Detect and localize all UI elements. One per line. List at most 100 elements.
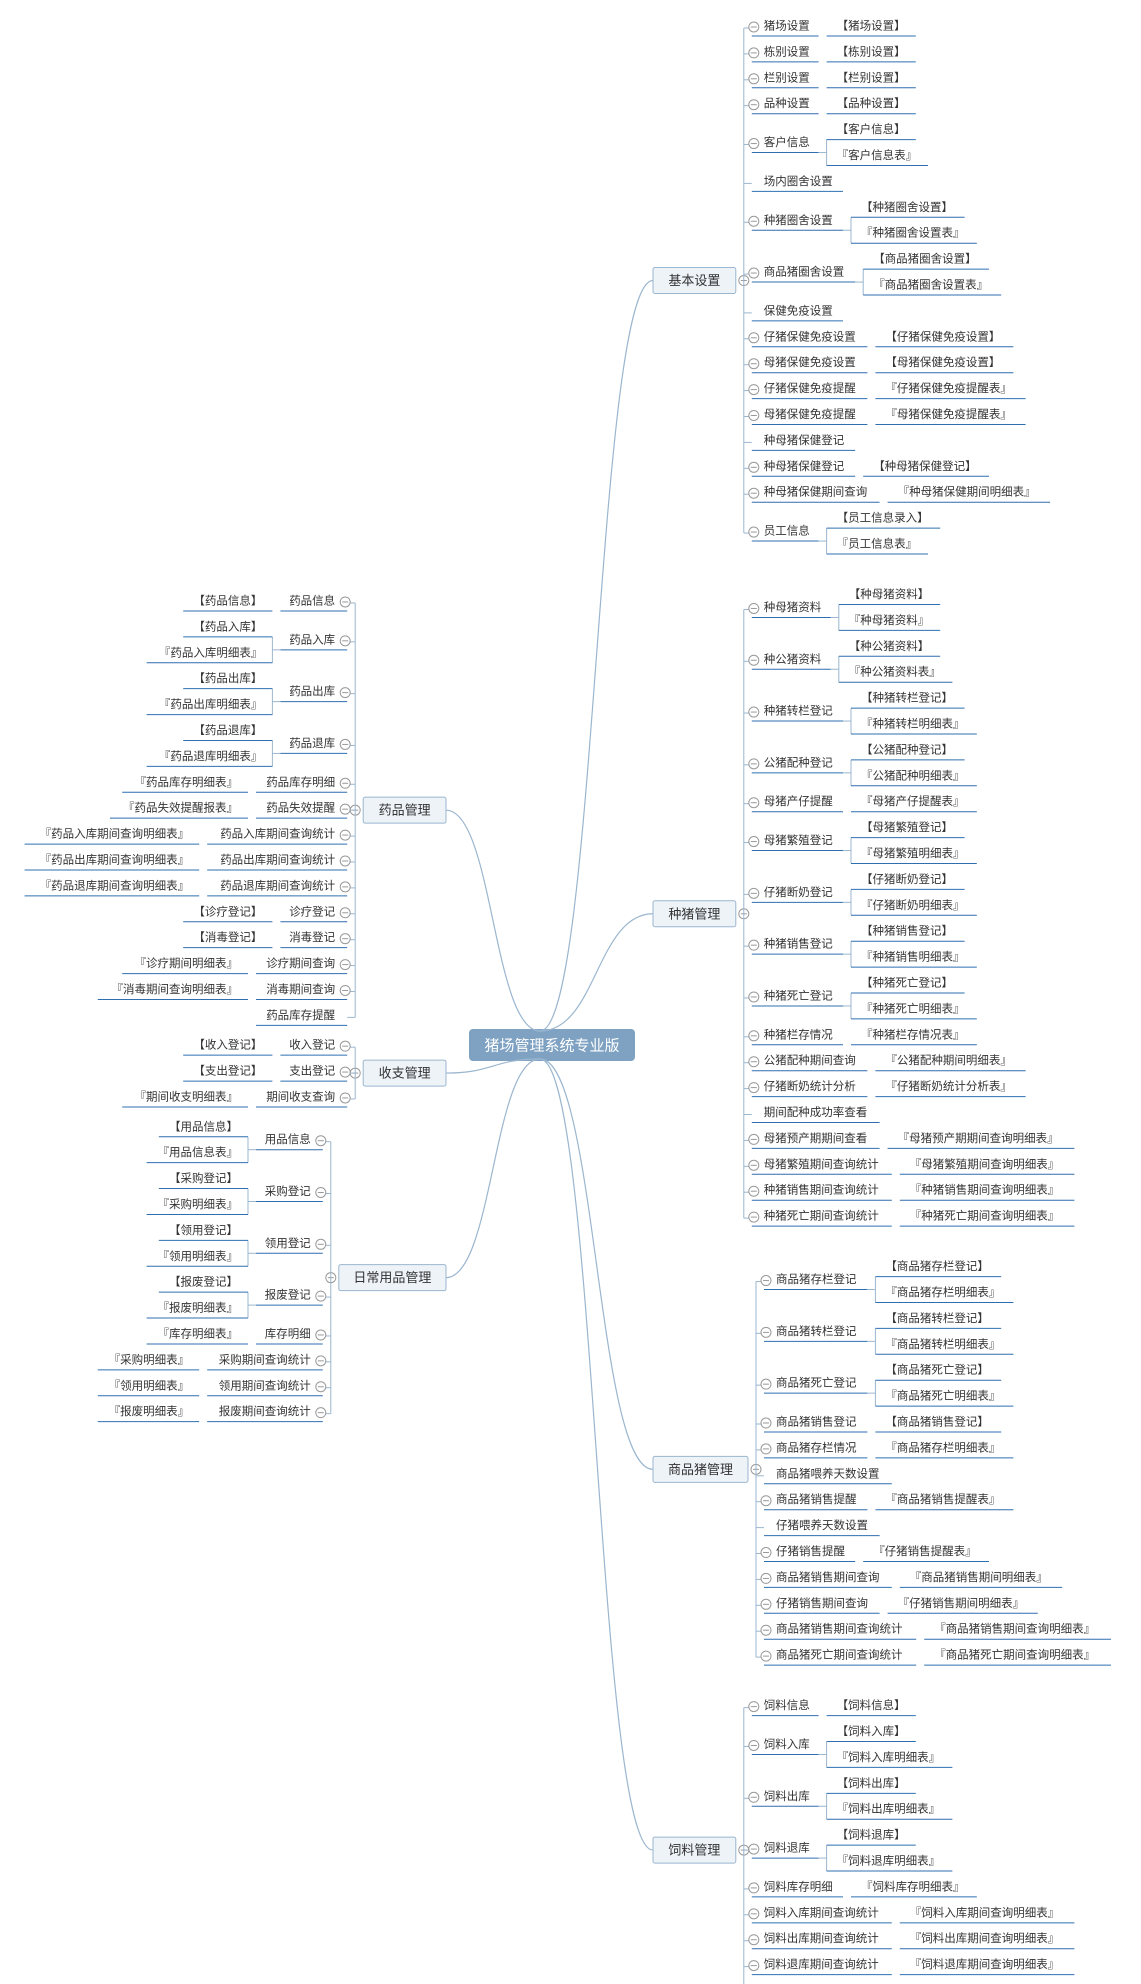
leaf-label[interactable]: 『药品出库期间查询明细表』 [40, 852, 190, 866]
root-node[interactable]: 猪场管理系统专业版 [469, 1029, 635, 1061]
leaf-label[interactable]: 『母猪保健免疫提醒表』 [885, 407, 1012, 421]
leaf-label[interactable]: 【领用登记】 [169, 1223, 238, 1237]
child-node[interactable]: 母猪预产期期间查看 [764, 1131, 868, 1145]
child-node[interactable]: 药品退库 [289, 736, 335, 750]
collapse-icon[interactable] [748, 1701, 760, 1713]
child-node[interactable]: 用品信息 [265, 1132, 311, 1146]
leaf-label[interactable]: 【仔猪保健免疫设置】 [885, 329, 1000, 343]
leaf-label[interactable]: 『母猪繁殖期间查询明细表』 [910, 1157, 1060, 1171]
child-node[interactable]: 种猪转栏登记 [764, 704, 833, 718]
collapse-icon[interactable] [760, 1598, 772, 1610]
child-node[interactable]: 母猪繁殖登记 [764, 833, 833, 847]
leaf-label[interactable]: 『公猪配种明细表』 [861, 768, 965, 782]
leaf-label[interactable]: 『种猪死亡明细表』 [861, 1001, 965, 1015]
collapse-icon[interactable] [748, 887, 760, 899]
child-node[interactable]: 商品猪转栏登记 [776, 1324, 857, 1338]
collapse-icon[interactable] [315, 1355, 327, 1367]
child-node[interactable]: 药品出库期间查询统计 [220, 852, 335, 866]
leaf-label[interactable]: 【品种设置】 [837, 96, 906, 110]
leaf-label[interactable]: 【种猪销售登记】 [861, 924, 953, 938]
collapse-icon[interactable] [315, 1381, 327, 1393]
collapse-icon[interactable] [315, 1238, 327, 1250]
collapse-icon[interactable] [339, 829, 351, 841]
child-node[interactable]: 饲料退库 [764, 1841, 810, 1855]
leaf-label[interactable]: 『商品猪存栏明细表』 [885, 1285, 1000, 1299]
child-node[interactable]: 仔猪喂养天数设置 [776, 1518, 868, 1532]
leaf-label[interactable]: 『商品猪销售提醒表』 [885, 1492, 1000, 1506]
collapse-icon[interactable] [760, 1275, 772, 1287]
leaf-label[interactable]: 『领用明细表』 [158, 1249, 239, 1263]
child-node[interactable]: 栋别设置 [764, 44, 810, 58]
leaf-label[interactable]: 『商品猪销售期间查询明细表』 [934, 1622, 1095, 1636]
leaf-label[interactable]: 【商品猪圈舍设置】 [873, 252, 977, 266]
child-node[interactable]: 商品猪喂养天数设置 [776, 1466, 880, 1480]
child-node[interactable]: 母猪产仔提醒 [764, 794, 833, 808]
leaf-label[interactable]: 『种猪圈舍设置表』 [861, 226, 965, 240]
collapse-icon[interactable] [748, 267, 760, 279]
leaf-label[interactable]: 『期间收支明细表』 [135, 1089, 239, 1103]
collapse-icon[interactable] [748, 358, 760, 370]
child-node[interactable]: 公猪配种登记 [764, 755, 833, 769]
child-node[interactable]: 饲料库存明细 [764, 1879, 833, 1893]
leaf-label[interactable]: 【种母猪资料】 [849, 587, 930, 601]
collapse-icon[interactable] [748, 1882, 760, 1894]
leaf-label[interactable]: 『报废明细表』 [109, 1404, 190, 1418]
collapse-icon[interactable] [339, 1092, 351, 1104]
child-node[interactable]: 客户信息 [764, 135, 810, 149]
child-node[interactable]: 饲料出库 [764, 1789, 810, 1803]
leaf-label[interactable]: 『药品出库明细表』 [159, 697, 263, 711]
collapse-icon[interactable] [748, 991, 760, 1003]
leaf-label[interactable]: 『种母猪资料』 [849, 613, 930, 627]
child-node[interactable]: 饲料信息 [764, 1698, 810, 1712]
leaf-label[interactable]: 『种母猪保健期间明细表』 [898, 485, 1036, 499]
child-node[interactable]: 饲料退库期间查询统计 [764, 1957, 879, 1971]
leaf-label[interactable]: 【用品信息】 [169, 1119, 238, 1133]
leaf-label[interactable]: 【收入登记】 [193, 1038, 262, 1052]
leaf-label[interactable]: 『库存明细表』 [158, 1326, 239, 1340]
collapse-icon[interactable] [748, 1960, 760, 1972]
child-node[interactable]: 饲料入库 [764, 1737, 810, 1751]
child-node[interactable]: 母猪保健免疫设置 [764, 355, 856, 369]
leaf-label[interactable]: 『饲料入库期间查询明细表』 [910, 1905, 1060, 1919]
leaf-label[interactable]: 『药品退库期间查询明细表』 [40, 878, 190, 892]
leaf-label[interactable]: 【商品猪销售登记】 [885, 1415, 989, 1429]
child-node[interactable]: 采购期间查询统计 [219, 1352, 311, 1366]
child-node[interactable]: 饲料出库期间查询统计 [764, 1931, 879, 1945]
collapse-icon[interactable] [339, 803, 351, 815]
collapse-icon[interactable] [760, 1547, 772, 1559]
collapse-icon[interactable] [339, 959, 351, 971]
collapse-icon[interactable] [315, 1329, 327, 1341]
leaf-label[interactable]: 【商品猪转栏登记】 [885, 1311, 989, 1325]
collapse-icon[interactable] [748, 1739, 760, 1751]
collapse-icon[interactable] [748, 758, 760, 770]
child-node[interactable]: 药品出库 [289, 684, 335, 698]
leaf-label[interactable]: 『采购明细表』 [109, 1352, 190, 1366]
leaf-label[interactable]: 『领用明细表』 [109, 1378, 190, 1392]
collapse-icon[interactable] [748, 1056, 760, 1068]
branch-6[interactable]: 日常用品管理 [338, 1264, 447, 1292]
branch-4[interactable]: 药品管理 [362, 796, 447, 824]
child-node[interactable]: 消毒登记 [289, 930, 335, 944]
leaf-label[interactable]: 【母猪保健免疫设置】 [885, 355, 1000, 369]
collapse-icon[interactable] [339, 881, 351, 893]
collapse-icon[interactable] [760, 1417, 772, 1429]
leaf-label[interactable]: 『药品入库明细表』 [159, 645, 263, 659]
collapse-icon[interactable] [748, 654, 760, 666]
child-node[interactable]: 诊疗登记 [289, 904, 335, 918]
child-node[interactable]: 药品退库期间查询统计 [220, 878, 335, 892]
child-node[interactable]: 药品库存提醒 [266, 1008, 335, 1022]
collapse-icon[interactable] [748, 1159, 760, 1171]
collapse-icon[interactable] [339, 907, 351, 919]
child-node[interactable]: 种母猪保健登记 [764, 459, 845, 473]
child-node[interactable]: 药品入库期间查询统计 [220, 827, 335, 841]
child-node[interactable]: 仔猪销售提醒 [776, 1544, 845, 1558]
leaf-label[interactable]: 『饲料退库明细表』 [837, 1854, 941, 1868]
leaf-label[interactable]: 『消毒期间查询明细表』 [112, 982, 239, 996]
child-node[interactable]: 期间配种成功率查看 [764, 1105, 868, 1119]
branch-2[interactable]: 商品猪管理 [652, 1455, 749, 1483]
child-node[interactable]: 商品猪销售期间查询统计 [776, 1622, 903, 1636]
collapse-icon[interactable] [748, 332, 760, 344]
leaf-label[interactable]: 『仔猪销售提醒表』 [873, 1544, 977, 1558]
leaf-label[interactable]: 『仔猪断奶明细表』 [861, 898, 965, 912]
leaf-label[interactable]: 【诊疗登记】 [193, 904, 262, 918]
